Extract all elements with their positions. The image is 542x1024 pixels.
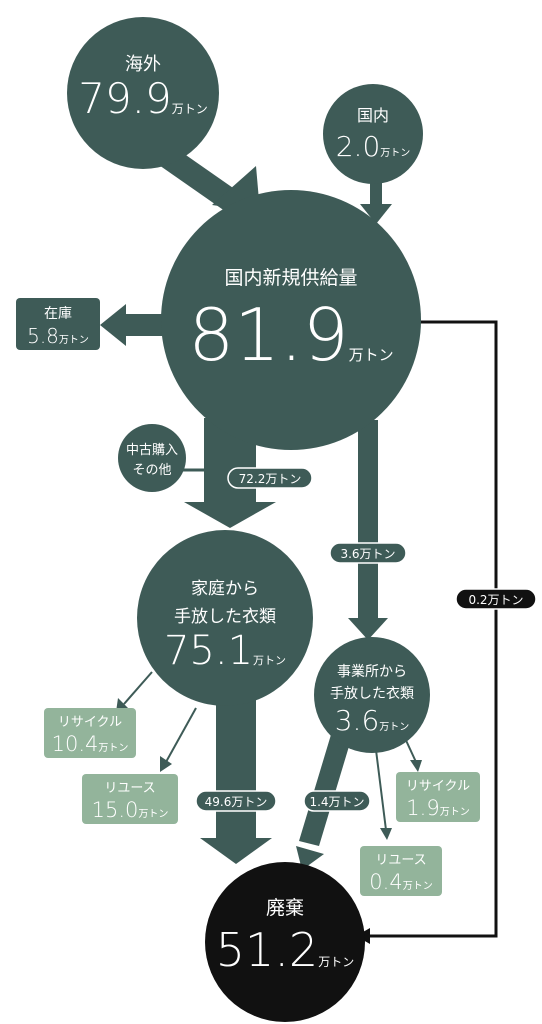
pill-to-waste-direct: 0.2万トン (455, 588, 537, 610)
box-household-recycle: リサイクル 10.4万トン (44, 708, 136, 758)
stock-value-line: 5.8万トン (27, 324, 89, 348)
node-stock: 在庫 5.8万トン (16, 298, 100, 350)
flow-to-waste-direct: 0.2万トン (468, 593, 523, 607)
box-business-reuse: リユース 0.4万トン (360, 846, 442, 896)
domestic-label: 国内 (357, 106, 389, 125)
node-waste: 廃棄 51.2万トン (205, 862, 365, 1022)
overseas-value-line: 79.9万トン (78, 74, 208, 123)
arrow-supply-to-business (348, 420, 388, 640)
node-used: 中古購入 その他 (118, 424, 186, 492)
line-household-to-recycle (116, 671, 153, 712)
supply-value-line: 81.9万トン (188, 293, 393, 377)
supply-label: 国内新規供給量 (224, 267, 357, 289)
node-domestic: 国内 2.0万トン (323, 84, 423, 184)
pill-to-household: 72.2万トン (227, 467, 313, 489)
biz-recycle-unit: 万トン (440, 807, 470, 818)
biz-reuse-label: リユース (375, 853, 426, 868)
household-value-line: 75.1万トン (164, 628, 286, 674)
stock-unit: 万トン (59, 335, 89, 346)
household-label-1: 家庭から (191, 579, 259, 599)
waste-unit: 万トン (318, 955, 354, 969)
overseas-value: 79.9 (78, 74, 172, 123)
domestic-unit: 万トン (380, 148, 410, 159)
box-business-recycle: リサイクル 1.9万トン (396, 772, 480, 822)
stock-value: 5.8 (27, 324, 59, 348)
hh-recycle-unit: 万トン (98, 743, 128, 754)
hh-reuse-unit: 万トン (138, 809, 168, 820)
hh-recycle-label: リサイクル (58, 715, 122, 730)
biz-recycle-label: リサイクル (406, 779, 470, 794)
stock-label: 在庫 (44, 305, 72, 322)
arrow-business-to-waste (296, 728, 353, 870)
biz-reuse-value-line: 0.4万トン (369, 870, 432, 894)
pill-to-business: 3.6万トン (329, 542, 407, 564)
business-label-1: 事業所から (337, 664, 407, 680)
hh-recycle-value-line: 10.4万トン (52, 732, 129, 756)
biz-reuse-unit: 万トン (403, 881, 433, 892)
node-overseas: 海外 79.9万トン (67, 17, 219, 169)
pill-household-waste: 49.6万トン (195, 790, 277, 812)
node-supply: 国内新規供給量 81.9万トン (161, 190, 421, 450)
waste-label: 廃棄 (266, 897, 304, 919)
business-value: 3.6 (335, 704, 380, 737)
overseas-unit: 万トン (172, 102, 208, 116)
used-label-2: その他 (132, 463, 171, 478)
arrow-domestic-to-supply (360, 182, 392, 224)
flow-to-household: 72.2万トン (239, 472, 302, 486)
biz-recycle-value-line: 1.9万トン (406, 796, 469, 820)
household-unit: 万トン (253, 654, 286, 667)
supply-value: 81.9 (188, 293, 348, 377)
flow-business-waste: 1.4万トン (309, 795, 364, 809)
line-business-to-reuse (375, 749, 392, 840)
hh-reuse-value: 15.0 (92, 798, 139, 822)
node-business: 事業所から 手放した衣類 3.6万トン (314, 637, 430, 753)
hh-recycle-value: 10.4 (52, 732, 99, 756)
household-label-2: 手放した衣類 (174, 607, 276, 627)
hh-reuse-label: リユース (104, 781, 155, 796)
domestic-value-line: 2.0万トン (336, 130, 411, 163)
overseas-label: 海外 (125, 54, 161, 75)
business-label-2: 手放した衣類 (330, 686, 414, 702)
flow-to-business: 3.6万トン (340, 547, 395, 561)
pill-business-waste: 1.4万トン (303, 790, 371, 812)
hh-reuse-value-line: 15.0万トン (92, 798, 169, 822)
business-value-line: 3.6万トン (335, 704, 410, 737)
flow-household-waste: 49.6万トン (205, 795, 268, 809)
line-household-to-reuse (160, 707, 197, 772)
domestic-value: 2.0 (336, 130, 381, 163)
business-unit: 万トン (379, 722, 409, 733)
waste-value: 51.2 (216, 923, 318, 977)
household-value: 75.1 (164, 628, 253, 674)
waste-value-line: 51.2万トン (216, 923, 354, 977)
biz-reuse-value: 0.4 (369, 870, 402, 894)
biz-recycle-value: 1.9 (406, 796, 439, 820)
node-household: 家庭から 手放した衣類 75.1万トン (137, 530, 313, 706)
used-label-1: 中古購入 (126, 443, 178, 458)
supply-unit: 万トン (349, 346, 394, 364)
arrow-household-to-waste (200, 700, 272, 864)
box-household-reuse: リユース 15.0万トン (82, 774, 178, 824)
